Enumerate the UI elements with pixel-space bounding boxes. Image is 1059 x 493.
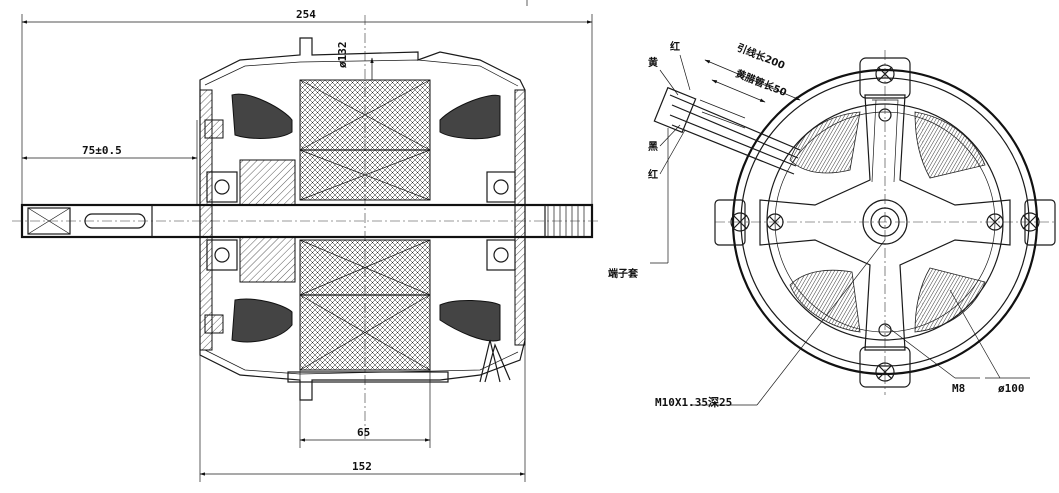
- dim-stator-diameter: ø132: [336, 42, 349, 69]
- lead-wire-length: 引线长200: [735, 41, 787, 72]
- wire-black: 黑: [648, 141, 658, 153]
- wire-yellow: 黄: [648, 56, 658, 69]
- coil-window-bottom-right: [914, 267, 986, 333]
- dim-total-length: 254: [296, 8, 316, 21]
- winding-right-bottom: [439, 300, 501, 342]
- dim-housing-length: 152: [352, 460, 372, 473]
- end-bracket: [759, 94, 1011, 351]
- dim-shaft-extension: 75±0.5: [82, 144, 122, 157]
- dim-stator-length: 65: [357, 426, 370, 439]
- sleeve-length: 黄腊管长50: [734, 67, 789, 99]
- thread-spec: M10X1.35深25: [655, 395, 732, 409]
- wire-red-top: 红: [670, 40, 680, 53]
- coil-window-top-right: [914, 111, 986, 179]
- lead-wire-bundle: [653, 86, 801, 175]
- bearing-right: [486, 171, 516, 271]
- screw-spec: M8: [952, 382, 965, 395]
- coil-window-top-left: [789, 111, 861, 174]
- winding-left-top: [231, 93, 293, 139]
- bearing-left: [206, 171, 238, 271]
- terminal-sleeve: 端子套: [608, 267, 639, 280]
- end-view: 引线长200 黄腊管长50 红 黄 黑 红 端子套 M10X1.35深25 M8…: [608, 40, 1056, 409]
- winding-left-bottom: [231, 298, 293, 343]
- side-view: 254 75±0.5: [12, 8, 600, 482]
- coil-window-bottom-left: [789, 269, 861, 333]
- winding-right-top: [439, 94, 501, 140]
- wire-red-bottom: 红: [648, 168, 658, 181]
- end-diameter: ø100: [998, 382, 1025, 395]
